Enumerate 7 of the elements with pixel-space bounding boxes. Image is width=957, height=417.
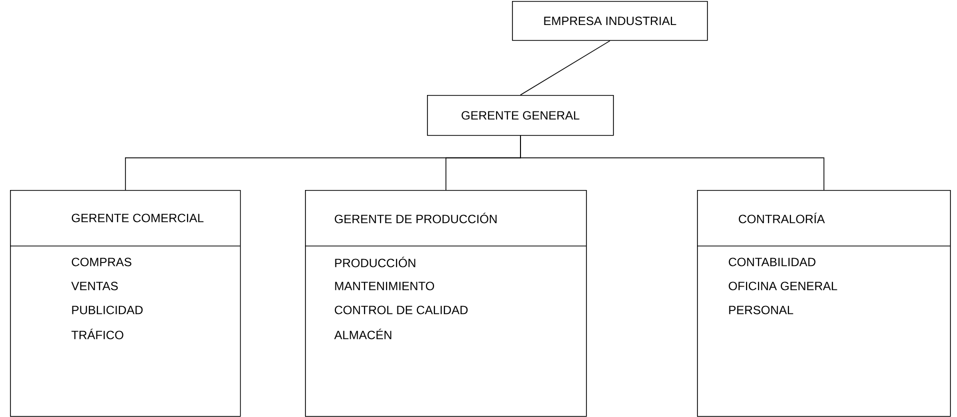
connector-line (520, 135, 824, 190)
connector-line (520, 40, 610, 96)
department-box: GERENTE COMERCIAL COMPRAS VENTAS PUBLICIDAD TRÁFICO (10, 190, 241, 417)
org-box: EMPRESA INDUSTRIAL (512, 1, 708, 41)
department-box: GERENTE DE PRODUCCIÓN PRODUCCIÓN MANTENIMIENTO CONTROL DE CALIDAD ALMACÉN (304, 190, 587, 417)
org-box: GERENTE GENERAL (427, 95, 614, 136)
department-box: CONTRALORÍA CONTABILIDAD OFICINA GENERAL PERSONAL (696, 190, 951, 417)
